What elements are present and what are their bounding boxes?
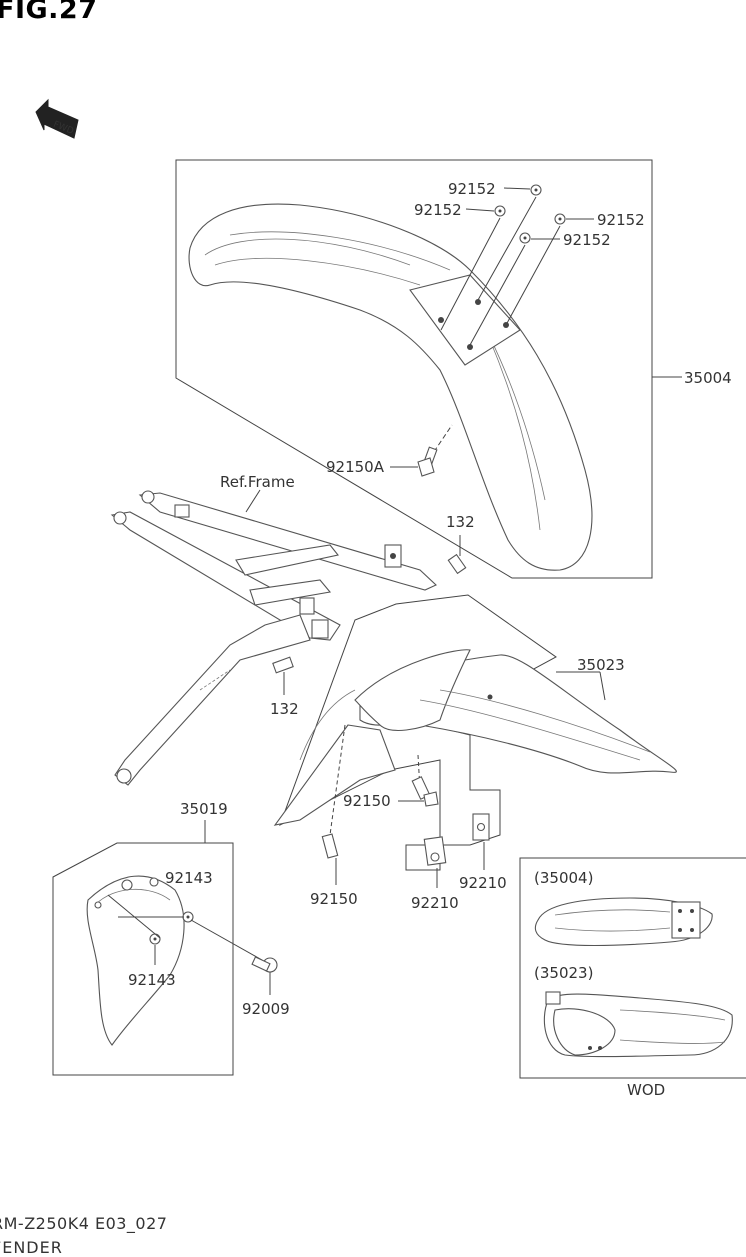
bolt-132-upper xyxy=(447,535,467,575)
bolt-132-lower xyxy=(272,656,294,695)
label-92210-right: 92210 xyxy=(459,874,507,892)
label-92210-left: 92210 xyxy=(411,894,459,912)
label-92152-right: 92152 xyxy=(597,211,645,229)
front-fender-group-outline xyxy=(175,159,653,579)
bolt-92150-upper xyxy=(411,754,439,807)
bolt-92150-lower xyxy=(321,724,346,885)
inset-label-35023: (35023) xyxy=(534,964,593,982)
label-35023: 35023 xyxy=(577,656,625,674)
label-92152-top: 92152 xyxy=(448,180,496,198)
label-92150-lower: 92150 xyxy=(310,890,358,908)
label-92009: 92009 xyxy=(242,1000,290,1018)
fwd-arrow-icon: FWD xyxy=(35,98,79,139)
label-92150-upper: 92150 xyxy=(343,792,391,810)
label-92143-upper: 92143 xyxy=(165,869,213,887)
washers-92152 xyxy=(440,184,594,346)
figure-title: FIG.27 xyxy=(0,0,98,25)
rear-fender-35023 xyxy=(273,649,677,826)
nut-92210-left xyxy=(423,836,447,888)
label-35019: 35019 xyxy=(180,800,228,818)
label-92152-left: 92152 xyxy=(414,201,462,219)
mud-flap-35019 xyxy=(86,875,185,1046)
inset-label-35004: (35004) xyxy=(534,869,593,887)
model-code: RM-Z250K4 E03_027 xyxy=(0,1214,168,1233)
label-35004: 35004 xyxy=(684,369,732,387)
front-fender-35004 xyxy=(188,203,593,571)
bolt-92150A xyxy=(417,424,453,477)
section-name: FENDER xyxy=(0,1238,63,1257)
rear-subframe: Ref.Frame xyxy=(110,473,437,786)
wod-inset: (35004) (35023) xyxy=(519,857,746,1079)
mudflap-group-outline xyxy=(52,842,234,1076)
nut-92210-right xyxy=(472,813,490,870)
label-132-lower: 132 xyxy=(270,700,299,718)
label-132-upper: 132 xyxy=(446,513,475,531)
label-92143-lower: 92143 xyxy=(128,971,176,989)
label-92152-lower: 92152 xyxy=(563,231,611,249)
label-92150A: 92150A xyxy=(326,458,385,476)
inset-caption-wod: WOD xyxy=(627,1081,665,1099)
label-ref-frame: Ref.Frame xyxy=(220,473,295,491)
washers-92143 xyxy=(107,894,263,965)
screw-92009 xyxy=(251,956,278,995)
